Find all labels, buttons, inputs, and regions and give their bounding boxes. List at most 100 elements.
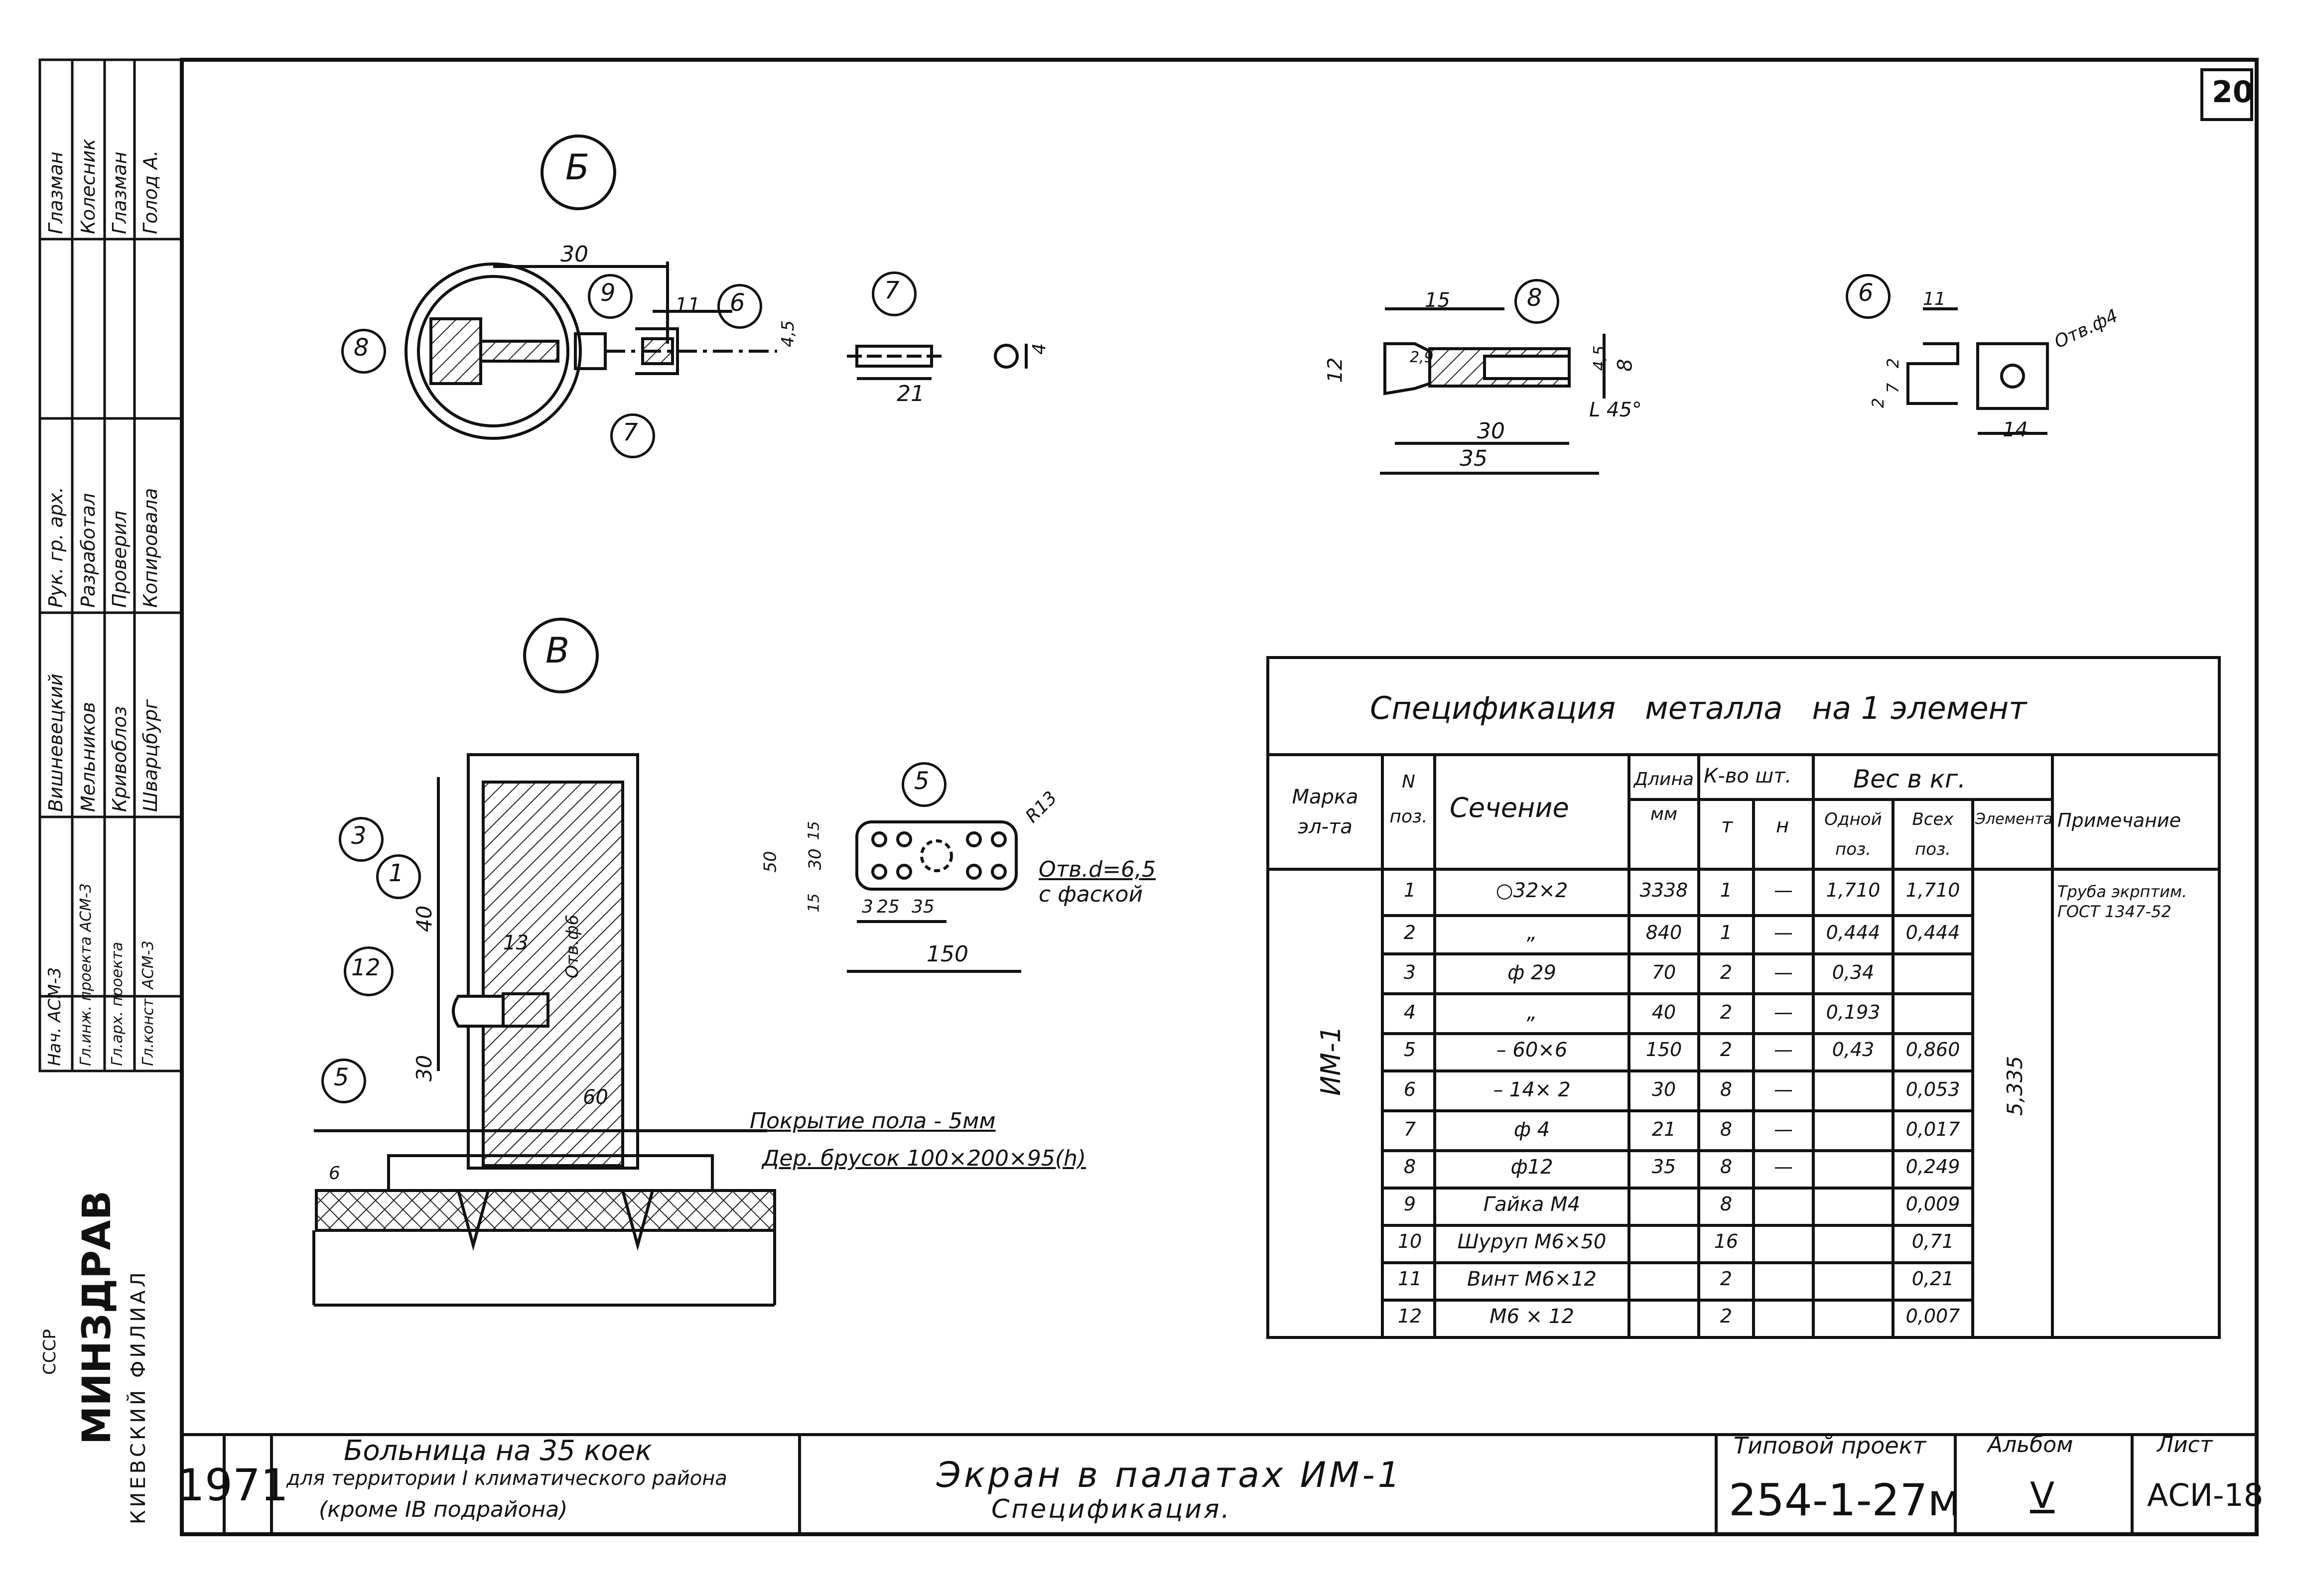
spec-cell-all: 0,860 <box>1905 1039 1960 1061</box>
spec-cell-section: „ <box>1526 1001 1537 1024</box>
hdr-length: Длина мм <box>1633 769 1694 824</box>
spec-cell-n: — <box>1774 1118 1793 1140</box>
hdr-w-elem: Элемента <box>1975 810 2053 828</box>
album-label: Альбом <box>1988 1432 2073 1458</box>
hdr-marka: Марка эл-та <box>1292 786 1358 838</box>
dim: 30 <box>805 848 825 870</box>
album-value: V <box>2030 1474 2055 1516</box>
callout-circle <box>339 817 384 862</box>
strip-role-5: Рук. гр. арх. <box>45 487 67 608</box>
spec-cell-all: 0,007 <box>1905 1305 1960 1327</box>
callout-number: 5 <box>914 767 930 795</box>
spec-cell-section: М6 × 12 <box>1489 1305 1574 1328</box>
view-v-label-circle <box>523 618 599 693</box>
spec-cell-section: – 14× 2 <box>1493 1078 1571 1101</box>
project-label: Типовой проект <box>1734 1432 1926 1459</box>
spec-cell-section: Гайка М4 <box>1483 1193 1581 1216</box>
dim: 35 <box>1460 446 1488 471</box>
dim: L 45° <box>1589 399 1642 421</box>
spec-cell-length: 35 <box>1651 1156 1676 1178</box>
callout-number: 6 <box>1858 279 1874 307</box>
org-name: МИНЗДРАВ <box>75 1190 120 1445</box>
object-line-1: Больница на 35 коек <box>344 1435 652 1467</box>
sheet-title-2: Спецификация. <box>991 1494 1232 1524</box>
bolt-8-drawing <box>1380 307 1606 475</box>
spec-cell-section: – 60×6 <box>1496 1039 1568 1062</box>
spec-cell-all: 0,21 <box>1911 1268 1954 1290</box>
view-b-label: Б <box>565 147 590 188</box>
dim: 6 <box>329 1163 340 1184</box>
spec-cell-section: ф 29 <box>1507 961 1556 984</box>
spec-cell-n: — <box>1774 1078 1793 1100</box>
callout-circle <box>902 762 947 807</box>
hdr-qty-n: н <box>1776 814 1789 837</box>
spec-cell-all: 0,017 <box>1905 1118 1960 1140</box>
spec-cell-t: 2 <box>1720 1001 1733 1023</box>
strip-role-16: Гл.конст. АСМ-3 <box>139 940 157 1066</box>
strip-role-14: Гл.инж. проекта АСМ-3 <box>77 883 95 1066</box>
callout-circle <box>344 946 394 996</box>
strip-name-4: Голод А. <box>139 150 161 234</box>
spec-cell-length: 40 <box>1651 1001 1676 1023</box>
list-value: АСИ-18 <box>2147 1477 2264 1513</box>
view-b-ring <box>405 262 777 440</box>
plate-5-drawing <box>847 820 1021 973</box>
spec-cell-all: 0,053 <box>1905 1078 1960 1100</box>
callout-circle <box>610 413 655 458</box>
spec-cell-length: 840 <box>1645 922 1682 943</box>
callout-circle <box>341 329 386 374</box>
spec-cell-one: 0,193 <box>1826 1001 1881 1023</box>
dim: 35 <box>912 897 935 917</box>
pin-7-drawing <box>847 344 1028 380</box>
dim: 30 <box>1477 418 1505 444</box>
hdr-note: Примечание <box>2057 809 2181 831</box>
spec-cell-one: 0,43 <box>1832 1039 1875 1061</box>
spec-cell-section: ф 4 <box>1513 1118 1550 1141</box>
spec-cell-t: 2 <box>1720 961 1733 983</box>
view-v-label: В <box>545 630 570 671</box>
strip-name-9: Вишневецкий <box>45 673 67 812</box>
org-country: ССCP <box>40 1329 60 1375</box>
spec-cell-t: 2 <box>1720 1305 1733 1327</box>
callout-circle <box>717 284 762 329</box>
strip-name-10: Мельников <box>77 702 99 812</box>
spec-cell-pos: 5 <box>1403 1039 1416 1061</box>
spec-cell-pos: 1 <box>1403 879 1416 901</box>
strip-role-15: Гл.арх. проекта <box>109 941 126 1066</box>
callout-number: 1 <box>389 859 404 887</box>
dim: 2 <box>1884 358 1903 369</box>
dim: 50 <box>760 851 781 873</box>
spec-cell-t: 2 <box>1720 1039 1733 1061</box>
wood-note: Дер. брусок 100×200×95(h) <box>762 1146 1086 1171</box>
callout-number: 3 <box>351 822 367 850</box>
spec-cell-section: ○32×2 <box>1495 879 1568 902</box>
dim: 21 <box>897 381 925 406</box>
hdr-w-one: Одной поз. <box>1824 809 1882 859</box>
note-value: Труба экрптим. ГОСТ 1347-52 <box>2057 882 2187 921</box>
list-label: Лист <box>2157 1432 2213 1458</box>
dim: 30 <box>560 242 588 267</box>
spec-cell-section: Шуруп М6×50 <box>1457 1230 1607 1253</box>
strip-name-12: Шварцбург <box>139 699 161 812</box>
dim: 13 <box>503 931 529 954</box>
object-line-2: для территории I климатического района <box>286 1467 727 1490</box>
spec-cell-t: 8 <box>1720 1118 1733 1140</box>
strip-role-7: Проверил <box>109 511 131 608</box>
view-v-column <box>312 753 776 1307</box>
spec-cell-one: 0,444 <box>1826 922 1881 943</box>
spec-cell-n: — <box>1774 961 1793 983</box>
dim: 15 <box>1425 289 1450 312</box>
spec-cell-t: 8 <box>1720 1156 1733 1178</box>
spec-cell-all: 0,009 <box>1905 1193 1960 1215</box>
dim: 2,9 <box>1410 349 1434 366</box>
spec-table-grid <box>1266 656 2221 1339</box>
dim: 14 <box>2003 418 2028 441</box>
spec-cell-section: ф12 <box>1510 1156 1553 1179</box>
dim: 60 <box>583 1086 608 1109</box>
dim: 150 <box>927 941 968 967</box>
callout-number: 7 <box>884 276 900 304</box>
spec-cell-n: — <box>1774 1039 1793 1061</box>
spec-cell-t: 16 <box>1714 1230 1739 1252</box>
callout-number: 9 <box>600 279 616 307</box>
